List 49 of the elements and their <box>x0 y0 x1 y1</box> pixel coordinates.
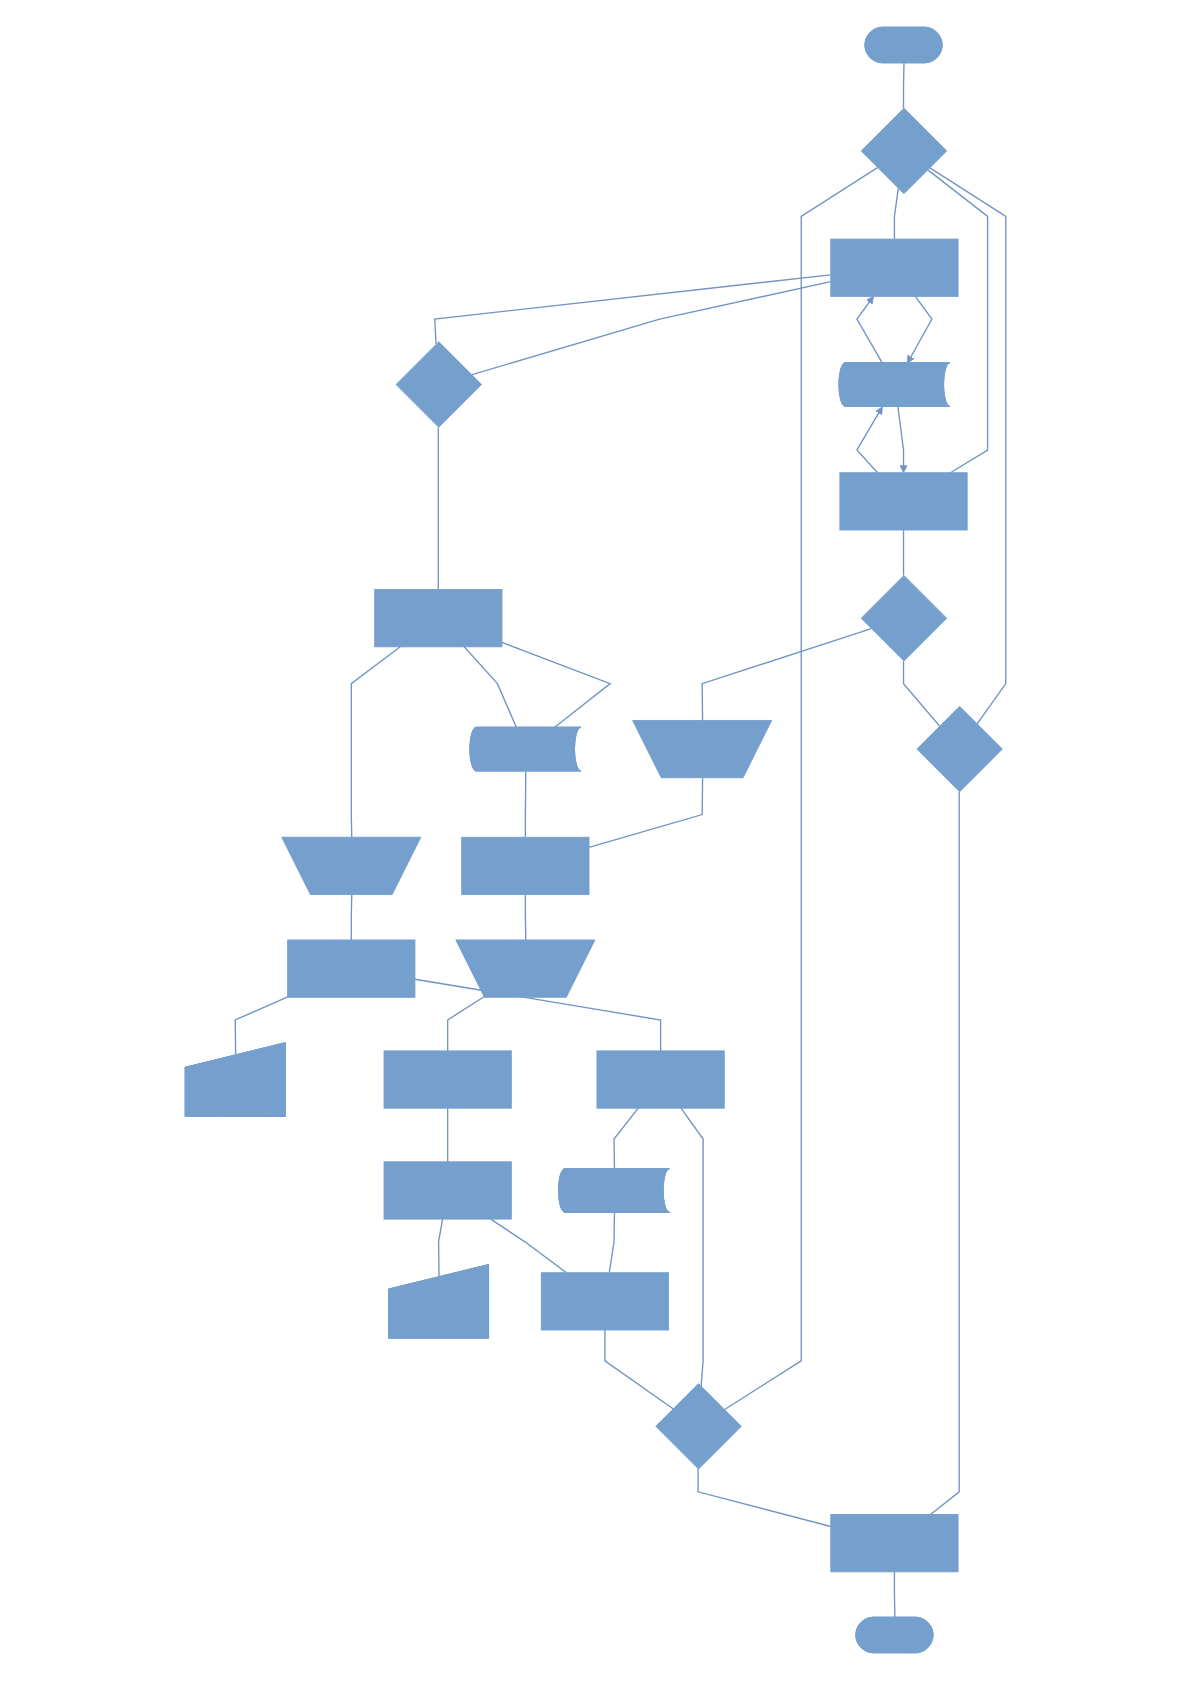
arrow <box>856 296 884 364</box>
connector <box>470 280 832 376</box>
node-trapezoid <box>632 720 773 779</box>
arrow <box>907 295 933 364</box>
node-box <box>287 939 416 998</box>
connector <box>524 893 527 942</box>
connector <box>604 1329 674 1410</box>
connector <box>524 770 527 838</box>
node-box <box>839 472 968 531</box>
connector <box>613 1107 639 1170</box>
connector <box>350 894 353 941</box>
connector <box>490 1218 568 1274</box>
connector <box>697 1468 832 1528</box>
connector <box>437 426 439 591</box>
connector <box>350 646 401 839</box>
node-box <box>596 1050 725 1109</box>
node-box <box>374 589 503 648</box>
connector <box>501 641 612 729</box>
connector <box>902 660 941 727</box>
node-diamond <box>395 341 482 428</box>
connector <box>929 791 960 1516</box>
connector <box>608 1212 616 1274</box>
connector <box>928 166 1007 725</box>
node-box <box>383 1050 512 1109</box>
node-diamond <box>655 1383 742 1470</box>
connector <box>926 168 989 474</box>
node-diamond <box>916 705 1003 793</box>
connector <box>463 646 518 729</box>
connector <box>447 1107 449 1163</box>
connector <box>701 628 872 722</box>
node-box <box>830 1514 959 1573</box>
node-diamond <box>860 575 948 662</box>
connector <box>902 529 905 577</box>
node-box <box>461 836 590 895</box>
connector <box>893 1571 896 1619</box>
node-box <box>383 1161 512 1220</box>
arrow <box>897 406 908 474</box>
node-diamond <box>860 107 948 195</box>
node-trapezoid <box>281 836 422 895</box>
connector <box>893 187 899 240</box>
connector <box>434 274 832 345</box>
connector <box>902 62 905 109</box>
connector <box>723 166 879 1411</box>
connector <box>588 777 704 849</box>
node-box <box>830 238 959 297</box>
connector <box>437 1218 444 1278</box>
node-trapezoid <box>455 939 596 998</box>
node-box <box>540 1272 669 1331</box>
arrow <box>856 406 883 474</box>
